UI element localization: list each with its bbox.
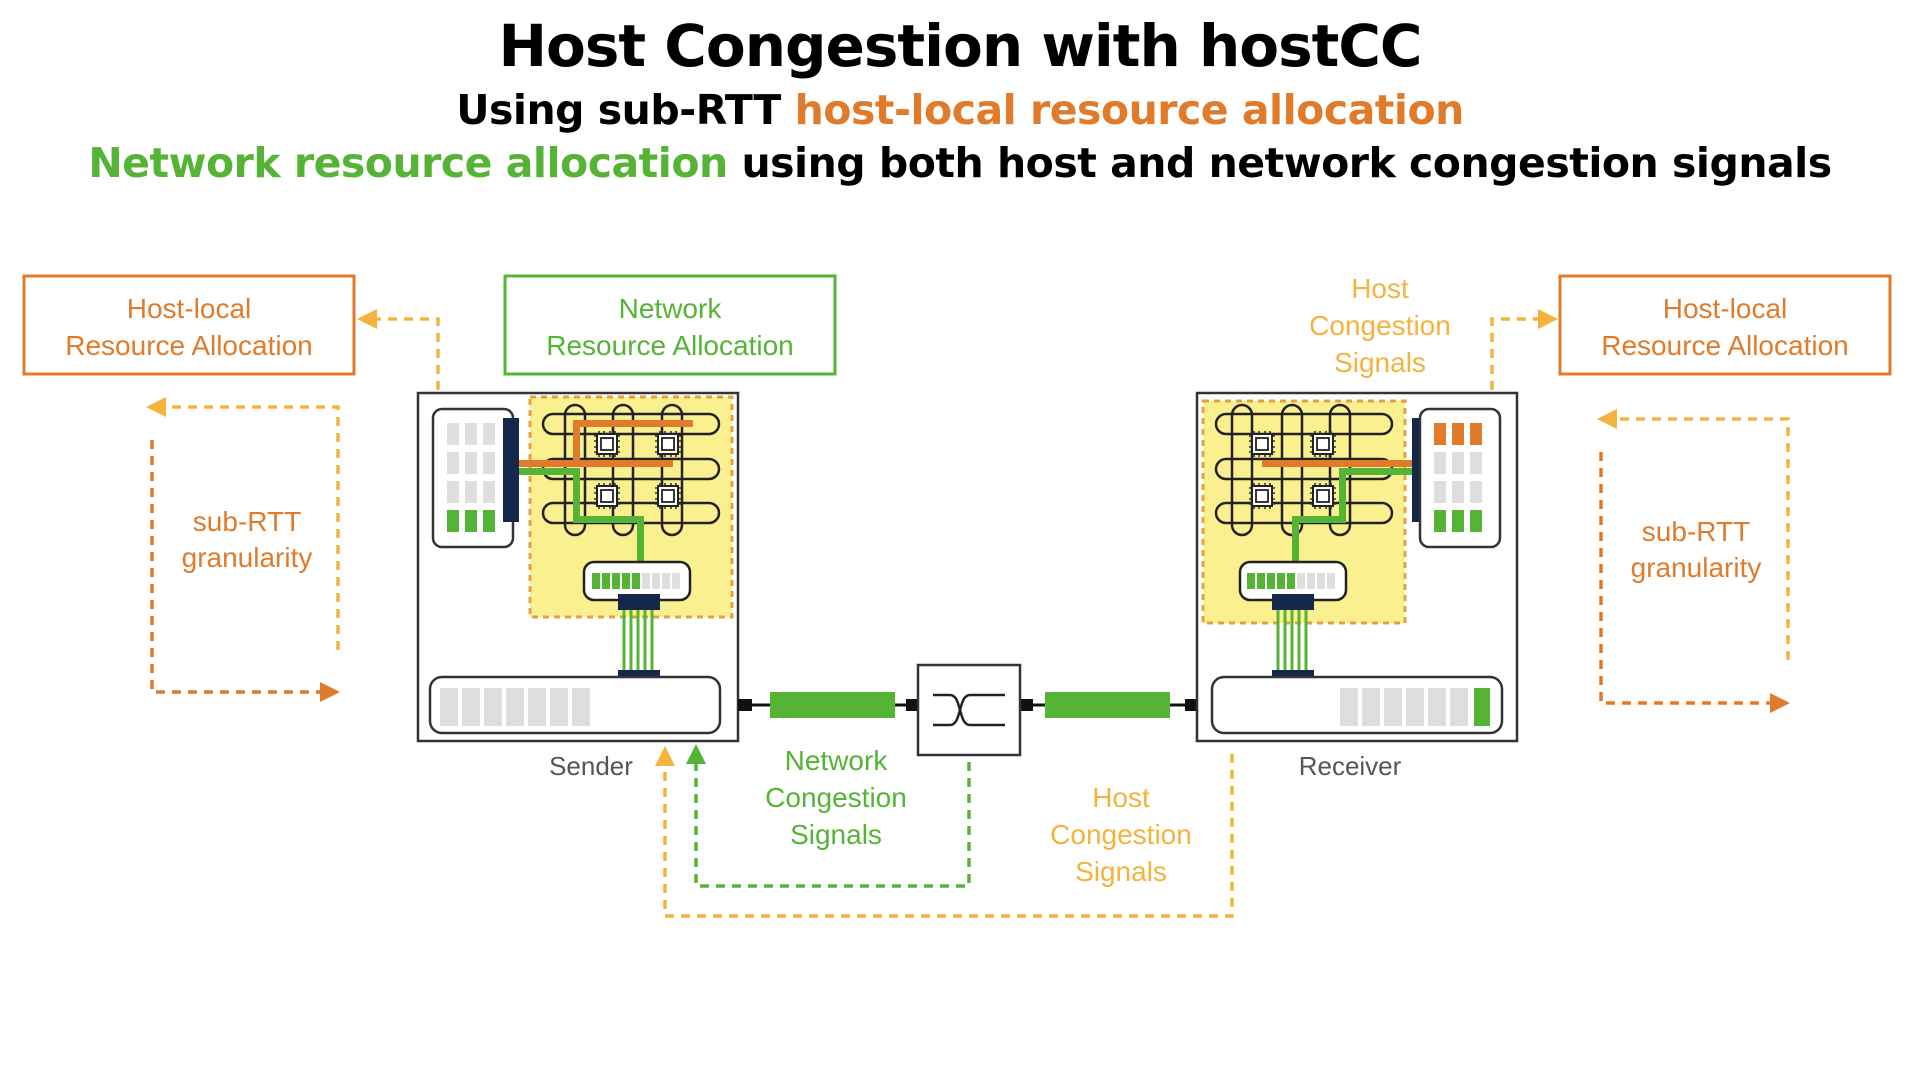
right-alloc-arrow bbox=[1490, 309, 1558, 390]
right-gran-line2: granularity bbox=[1631, 552, 1762, 583]
sender-memory-cells bbox=[447, 423, 495, 532]
cpu-chip-icon bbox=[654, 430, 682, 458]
receiver-host-signals-top: Host Congestion Signals bbox=[1309, 273, 1451, 378]
page-title: Host Congestion with hostCC bbox=[498, 12, 1422, 80]
title-block: Host Congestion with hostCC Using sub-RT… bbox=[0, 8, 1920, 190]
right-gran-line1: sub-RTT bbox=[1642, 516, 1750, 547]
net-sig-line1: Network bbox=[785, 745, 889, 776]
left-gran-line2: granularity bbox=[182, 542, 313, 573]
right-alloc-line1: Host-local bbox=[1663, 293, 1787, 324]
cpu-chip-icon bbox=[654, 482, 682, 510]
subtitle-2-highlight: Network resource allocation bbox=[88, 139, 728, 187]
sender-host bbox=[416, 391, 740, 743]
left-allocation-box: Host-local Resource Allocation bbox=[22, 274, 356, 376]
receiver-label: Receiver bbox=[1299, 751, 1402, 781]
right-allocation-box: Host-local Resource Allocation bbox=[1558, 274, 1892, 376]
cpu-chip-icon bbox=[1309, 430, 1337, 458]
crossbar-switch-icon bbox=[916, 663, 1022, 757]
cpu-chip-icon bbox=[1248, 430, 1276, 458]
rsig-top-line2: Congestion bbox=[1309, 310, 1451, 341]
net-alloc-line1: Network bbox=[619, 293, 723, 324]
rsig-top-line3: Signals bbox=[1334, 347, 1426, 378]
cpu-chip-icon bbox=[593, 482, 621, 510]
cpu-chip-icon bbox=[1309, 482, 1337, 510]
sender-label: Sender bbox=[549, 751, 633, 781]
subtitle-1-prefix: Using sub-RTT bbox=[456, 86, 795, 134]
host-sig-line1: Host bbox=[1092, 782, 1150, 813]
cpu-chip-icon bbox=[1248, 482, 1276, 510]
right-granularity-loop: sub-RTT granularity bbox=[1597, 409, 1790, 713]
host-congestion-signals-bottom: Host Congestion Signals bbox=[655, 746, 1234, 918]
host-sig-line2: Congestion bbox=[1050, 819, 1192, 850]
left-alloc-arrow bbox=[357, 309, 440, 390]
network-congestion-signals: Network Congestion Signals bbox=[686, 744, 971, 888]
host-sig-line3: Signals bbox=[1075, 856, 1167, 887]
receiver-memory-cells bbox=[1434, 423, 1482, 532]
network-allocation-box: Network Resource Allocation bbox=[503, 274, 837, 376]
subtitle-line-1: Using sub-RTT host-local resource alloca… bbox=[0, 84, 1920, 137]
left-alloc-line1: Host-local bbox=[127, 293, 251, 324]
subtitle-1-highlight: host-local resource allocation bbox=[794, 86, 1465, 134]
net-alloc-line2: Resource Allocation bbox=[546, 330, 793, 361]
left-gran-line1: sub-RTT bbox=[193, 506, 301, 537]
receiver-host bbox=[1195, 391, 1519, 743]
subtitle-line-2: Network resource allocation using both h… bbox=[0, 137, 1920, 190]
right-alloc-line2: Resource Allocation bbox=[1601, 330, 1848, 361]
cpu-chip-icon bbox=[593, 430, 621, 458]
rsig-top-line1: Host bbox=[1351, 273, 1409, 304]
left-granularity-loop: sub-RTT granularity bbox=[146, 397, 340, 702]
net-sig-line3: Signals bbox=[790, 819, 882, 850]
net-sig-line2: Congestion bbox=[765, 782, 907, 813]
left-alloc-line2: Resource Allocation bbox=[65, 330, 312, 361]
network-links bbox=[738, 692, 1199, 718]
subtitle-2-suffix: using both host and network congestion s… bbox=[727, 139, 1832, 187]
